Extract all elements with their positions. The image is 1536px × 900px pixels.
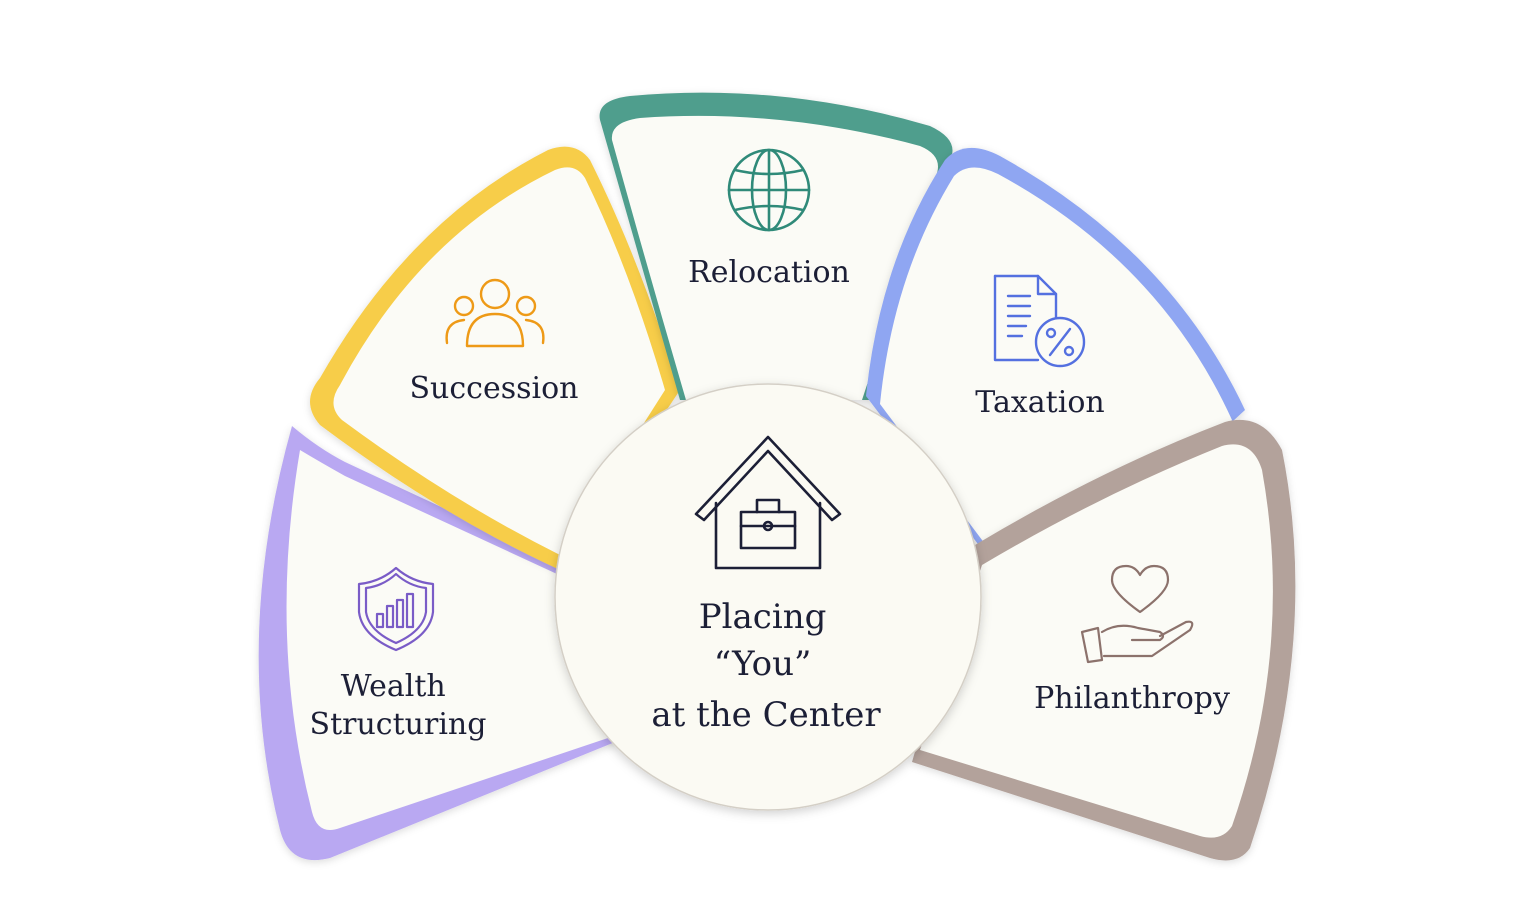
segment-succession-card [333,167,665,556]
taxation-label: Taxation [975,385,1104,420]
segment-wealth-structuring[interactable]: Wealth Structuring [258,426,620,861]
tax-document-icon [993,274,1086,368]
segment-philanthropy[interactable]: Philanthropy [912,419,1296,861]
relocation-label: Relocation [688,255,850,290]
segment-relocation-card [611,115,938,401]
wealth-label: Wealth Structuring [310,669,487,742]
center-circle [554,383,982,811]
globe-icon [727,148,811,232]
shield-chart-icon [357,566,435,652]
philanthropy-label: Philanthropy [1034,681,1230,716]
segment-wealth-card [286,450,608,830]
segment-relocation[interactable]: Relocation [599,92,953,401]
segment-succession[interactable]: Succession [310,146,680,570]
succession-label: Succession [410,371,579,406]
segment-philanthropy-card [920,444,1273,838]
heart-hand-icon [1080,564,1194,664]
people-group-icon [445,278,545,348]
center-hub[interactable]: Placing “You” at the Center [554,383,982,811]
center-label: Placing “You” at the Center [651,597,881,735]
house-briefcase-icon [694,435,842,570]
